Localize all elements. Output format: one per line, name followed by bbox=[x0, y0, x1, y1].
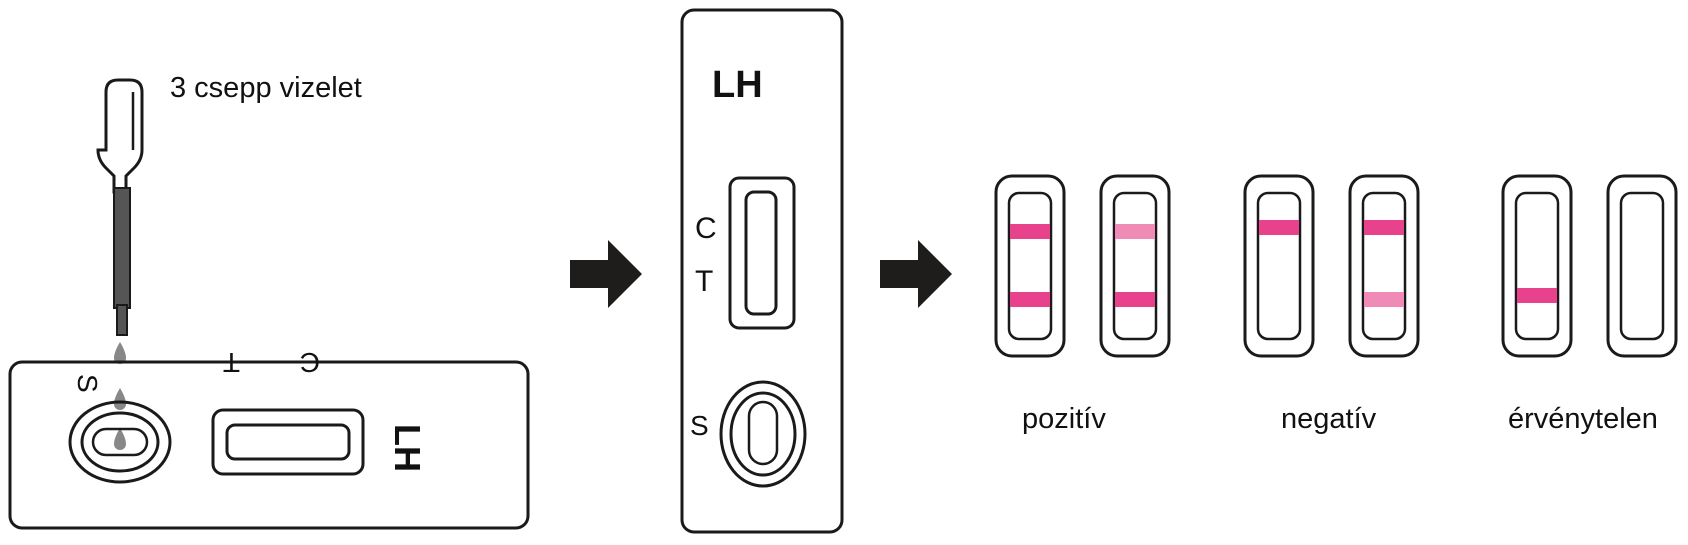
control-line-label: C bbox=[299, 347, 320, 378]
horizontal-test-cassette bbox=[8, 360, 530, 530]
control-line bbox=[1364, 220, 1404, 235]
brand-label-horizontal: LH bbox=[387, 424, 428, 472]
brand-label-vertical: LH bbox=[712, 64, 763, 106]
control-line bbox=[1010, 224, 1050, 239]
sample-well-label: S bbox=[72, 374, 103, 393]
vertical-test-cassette bbox=[680, 8, 844, 534]
result-window-invalid-2 bbox=[1606, 174, 1678, 358]
result-label-invalid: érvénytelen bbox=[1508, 403, 1658, 435]
result-label-positive: pozitív bbox=[1022, 403, 1106, 435]
test-line bbox=[1364, 292, 1404, 307]
instruction-label: 3 csepp vizelet bbox=[170, 72, 362, 104]
result-window-positive-1 bbox=[994, 174, 1066, 358]
test-line bbox=[1517, 288, 1557, 303]
control-line bbox=[1115, 224, 1155, 239]
result-window-negative-2 bbox=[1348, 174, 1420, 358]
arrow-right-icon bbox=[570, 240, 642, 308]
result-window-invalid-1 bbox=[1501, 174, 1573, 358]
test-line-label: T bbox=[222, 347, 240, 378]
test-line bbox=[1010, 292, 1050, 307]
result-window-negative-1 bbox=[1243, 174, 1315, 358]
urine-drops-icon bbox=[114, 342, 126, 450]
test-line bbox=[1115, 292, 1155, 307]
test-line-label-vertical: T bbox=[695, 265, 714, 298]
sample-well-label-vertical: S bbox=[690, 410, 709, 441]
arrow-right-icon bbox=[880, 240, 952, 308]
control-line bbox=[1259, 220, 1299, 235]
dropper-icon bbox=[96, 78, 144, 336]
result-window-positive-2 bbox=[1099, 174, 1171, 358]
control-line-label-vertical: C bbox=[695, 212, 717, 245]
result-label-negative: negatív bbox=[1281, 403, 1377, 435]
